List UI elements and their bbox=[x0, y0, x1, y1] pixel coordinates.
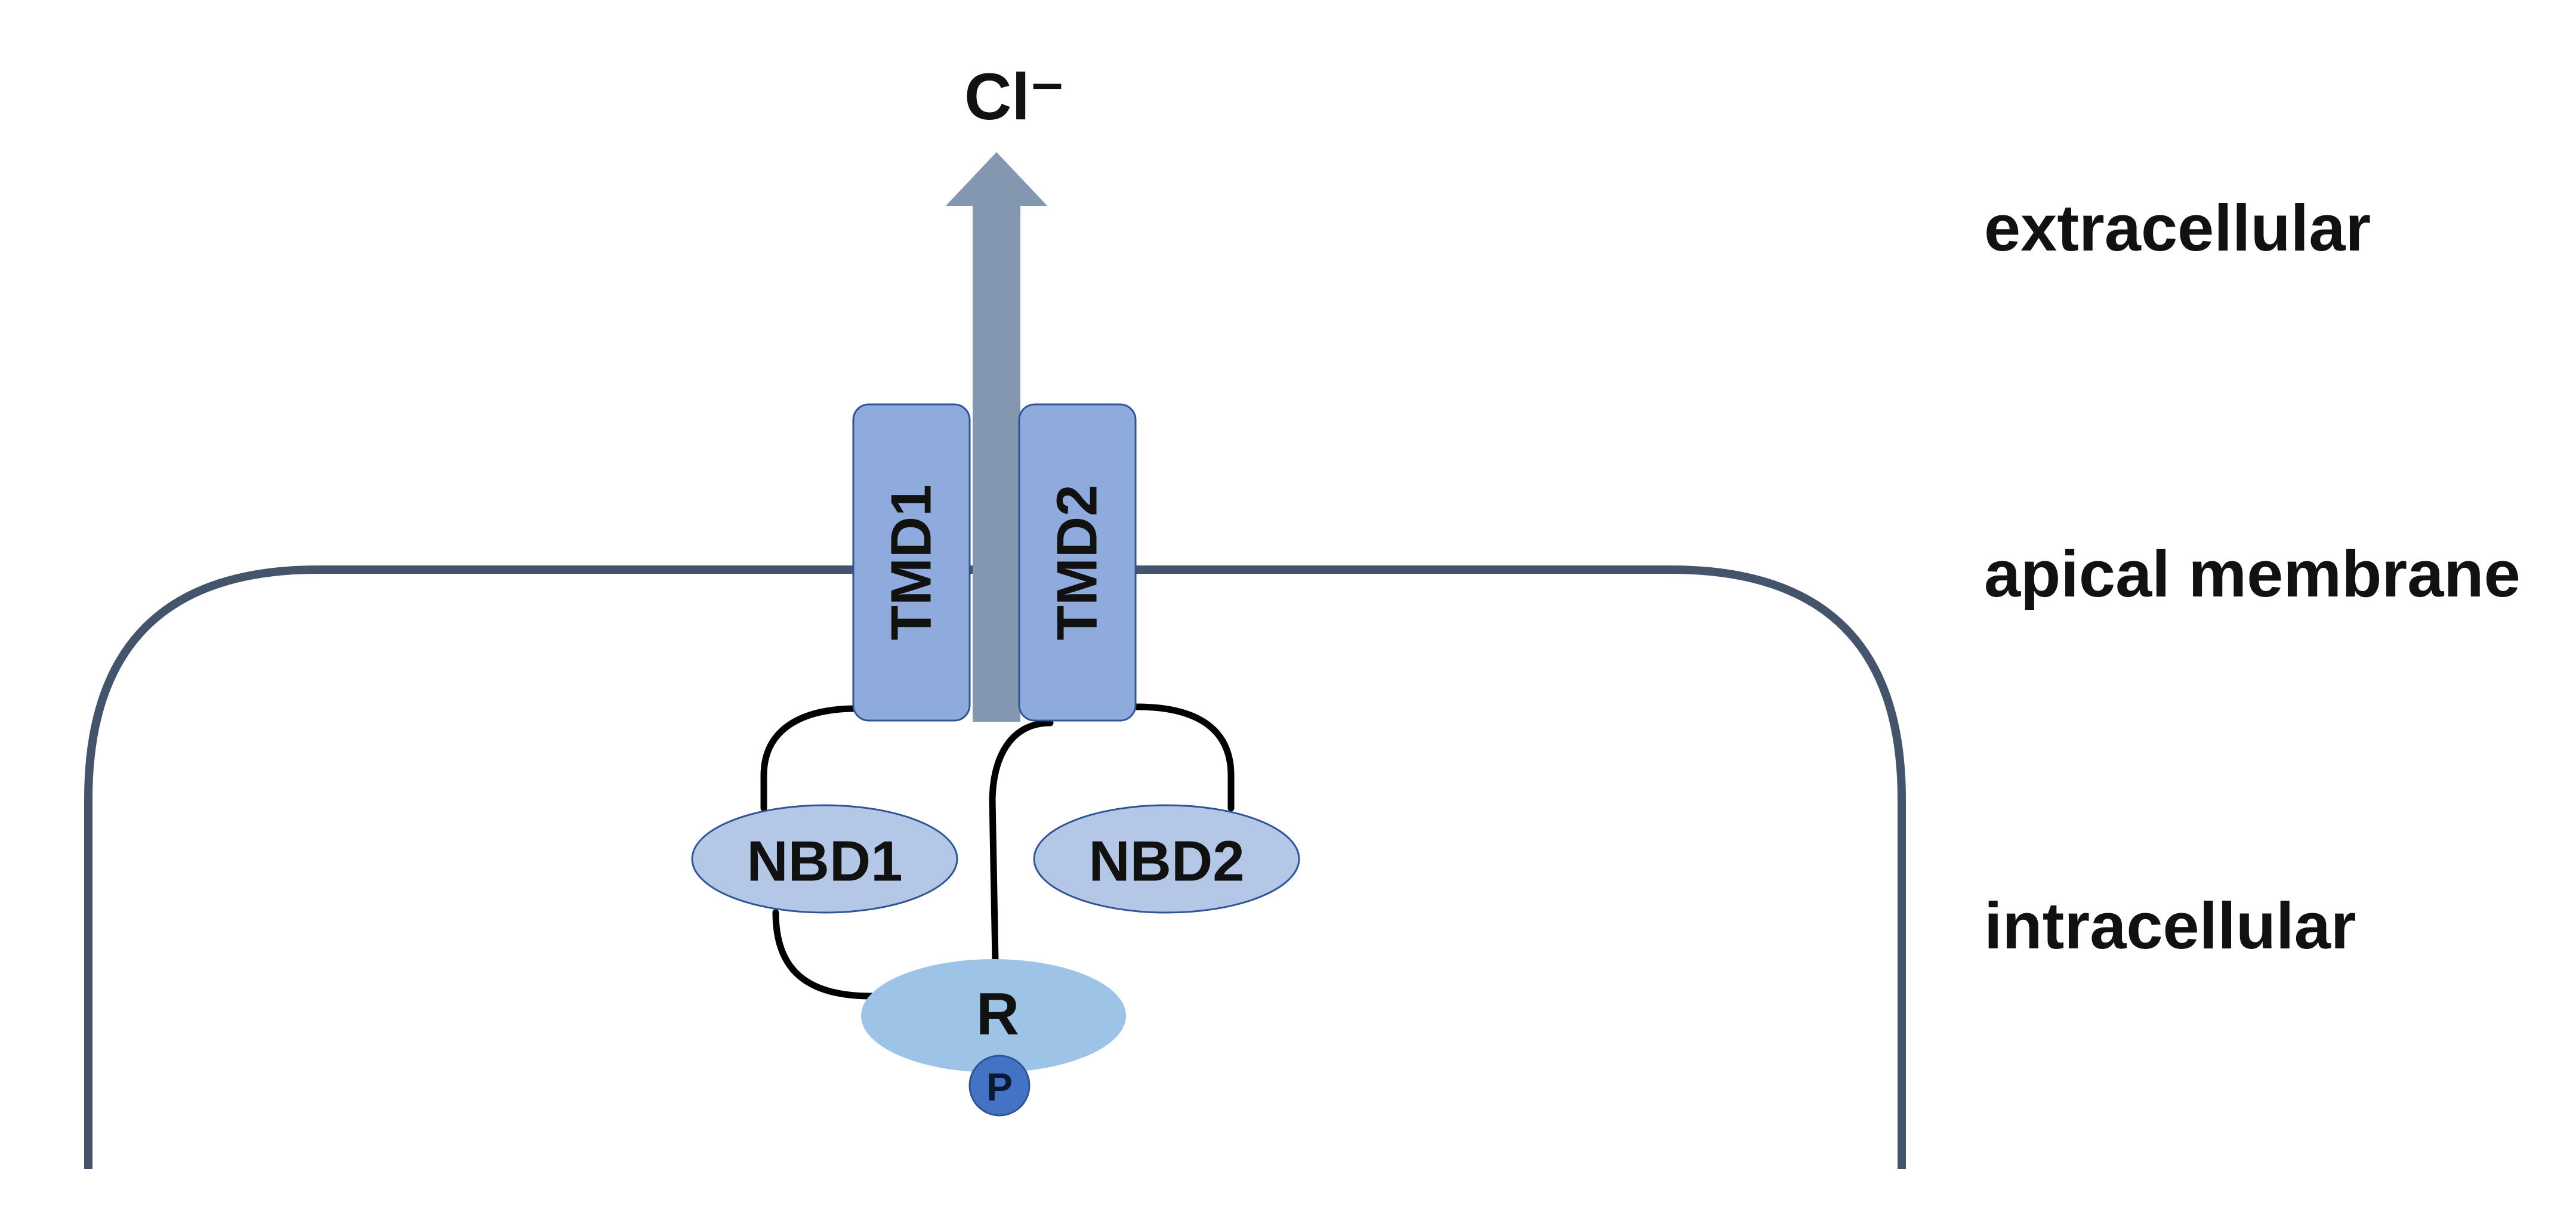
r-domain: R bbox=[861, 959, 1126, 1072]
tmd2-label: TMD2 bbox=[1045, 484, 1109, 640]
chloride-efflux-arrow bbox=[946, 152, 1047, 722]
nbd1-domain: NBD1 bbox=[691, 804, 958, 914]
tmd2-r-linker bbox=[989, 719, 1054, 964]
phosphate-label: P bbox=[986, 1065, 1013, 1109]
tmd1-label: TMD1 bbox=[880, 484, 943, 640]
nbd2-domain: NBD2 bbox=[1033, 804, 1300, 914]
chloride-ion-label: Cl⁻ bbox=[964, 60, 1065, 134]
tmd1-domain: TMD1 bbox=[852, 403, 971, 722]
arrow-head bbox=[946, 152, 1047, 206]
tmd2-domain: TMD2 bbox=[1018, 403, 1137, 722]
nbd2-label: NBD2 bbox=[1088, 830, 1244, 894]
extracellular-label: extracellular bbox=[1984, 191, 2371, 265]
r-label: R bbox=[976, 981, 1019, 1047]
intracellular-label: intracellular bbox=[1984, 889, 2356, 963]
nbd1-label: NBD1 bbox=[746, 830, 902, 894]
tmd2-nbd2-linker bbox=[1133, 703, 1235, 812]
apical-membrane-label: apical membrane bbox=[1984, 537, 2521, 611]
phosphate-group: P bbox=[968, 1055, 1031, 1117]
linkers bbox=[760, 703, 1235, 1000]
arrow-shaft bbox=[973, 200, 1020, 722]
nbd1-r-linker bbox=[772, 909, 875, 1000]
tmd1-nbd1-linker bbox=[760, 705, 860, 812]
